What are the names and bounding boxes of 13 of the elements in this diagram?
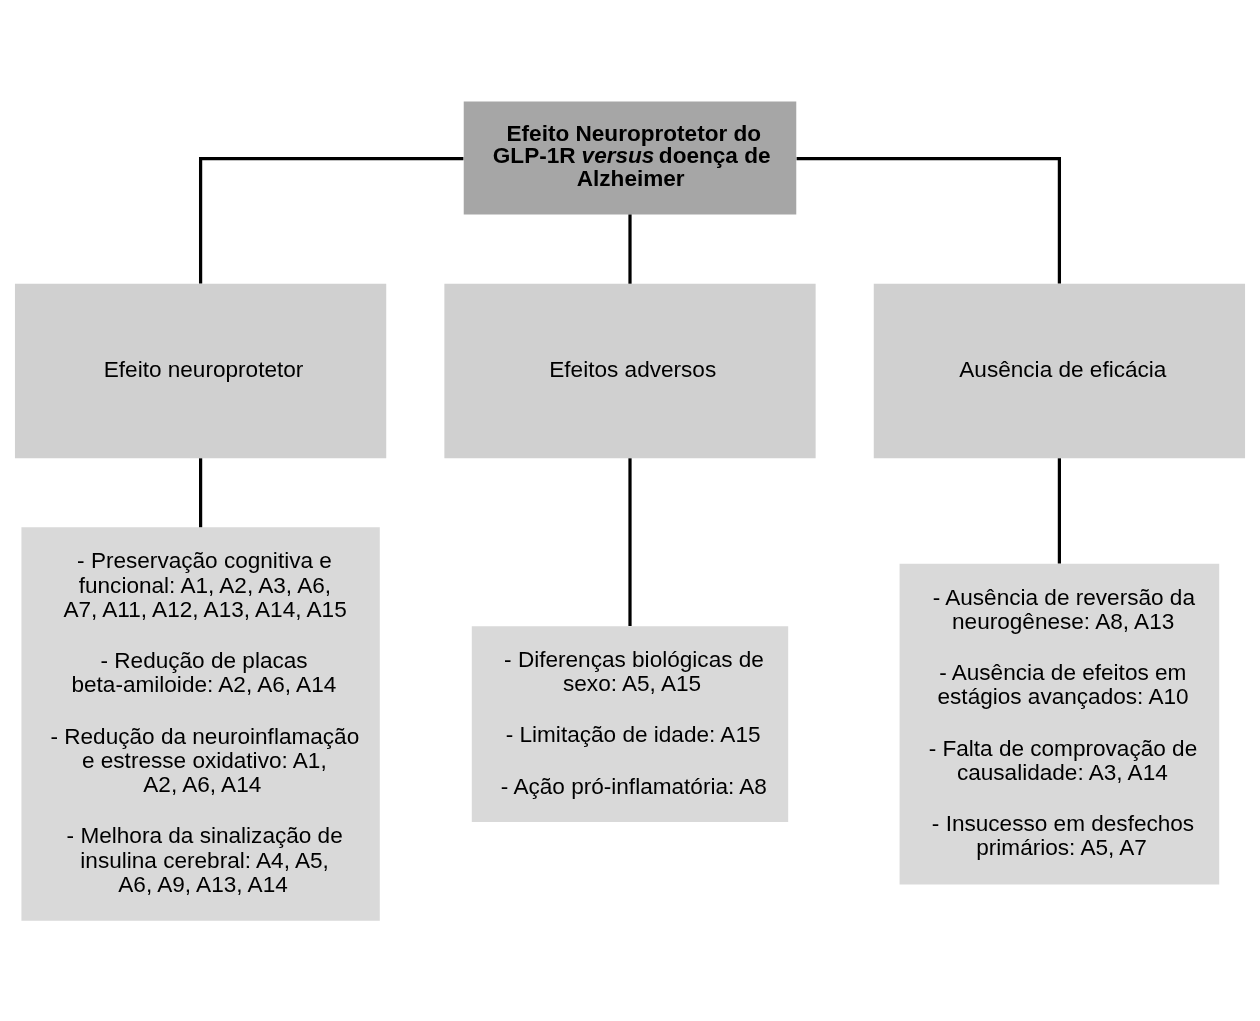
connector (199, 457, 203, 527)
node-box: Efeitos adversos (444, 283, 816, 458)
node-box: - Diferenças biológicas de sexo: A5, A15 - Limitação de idade: A15 - Ação pró-inflamatória: A8 (471, 625, 789, 822)
node-box: Efeito Neuroprotetor do GLP-1R versus doença de Alzheimer (463, 100, 797, 214)
connector (628, 214, 632, 284)
connector (796, 156, 1061, 283)
node-box: - Preservação cognitiva e funcional: A1, A2, A3, A6, A7, A11, A12, A13, A14, A15 - Redução de placas beta-amiloide: A2, A6, A14 - Redução da neuroinflamação e estresse oxidativo: A1, A2, A6, A14 - Melhora da sinalização de insulina cerebral: A4, A5, A6, A9, A13, A14 (21, 526, 380, 921)
connector (628, 457, 632, 626)
connector (199, 156, 464, 283)
node-box: Ausência de eficácia (873, 283, 1246, 458)
node-box: - Ausência de reversão da neurogênese: A8, A13 - Ausência de efeitos em estágios avançados: A10 - Falta de comprovação de causalidade: A3, A14 - Insucesso em desfechos primários: A5, A7 (899, 563, 1220, 885)
node-box: Efeito neuroprotetor (14, 283, 387, 458)
connector (1057, 457, 1061, 563)
